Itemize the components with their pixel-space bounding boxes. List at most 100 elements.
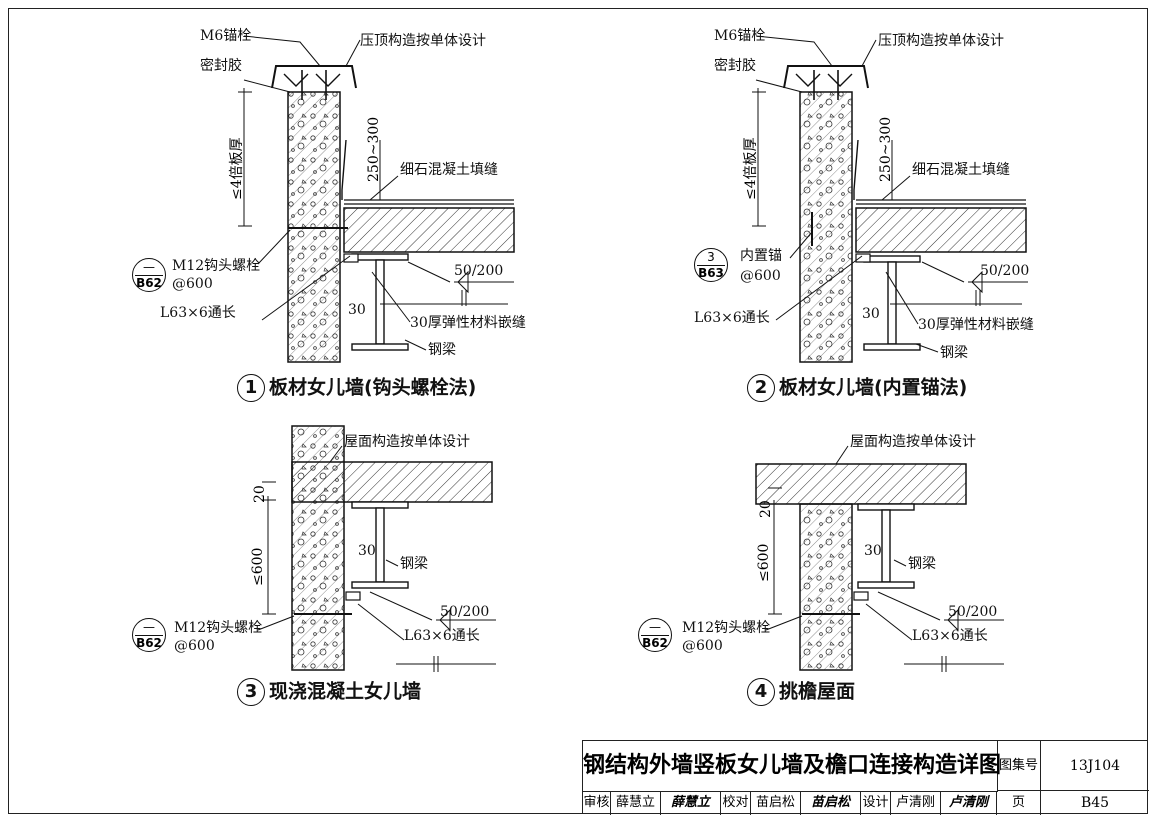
weld-label: 50/200 xyxy=(454,263,504,279)
d4-leader-angle xyxy=(865,603,913,641)
detail-number: 4 xyxy=(747,678,775,706)
d4-steel-beam-bottom-flange xyxy=(857,581,915,589)
sealant-label: 密封胶 xyxy=(714,58,756,74)
gap-dim-label: 250~300 xyxy=(878,116,894,182)
d1-coping-bracket-a xyxy=(283,73,309,87)
coping-label: 压顶构造按单体设计 xyxy=(360,33,486,49)
detail-ref-b62[interactable]: —B62 xyxy=(638,618,672,652)
d2-roof-slab xyxy=(855,207,1027,253)
angle-label: L63×6通长 xyxy=(160,305,236,321)
dim-20-label: 20 xyxy=(252,485,268,503)
d1-steel-beam-web xyxy=(375,259,385,345)
d4-leader-roof xyxy=(835,445,849,465)
designer-signature: 卢清刚 xyxy=(941,791,997,815)
d3-steel-beam-web xyxy=(375,507,385,583)
steel-beam-label: 钢梁 xyxy=(940,345,968,361)
steel-beam-label: 钢梁 xyxy=(908,556,936,572)
spacing-label: @600 xyxy=(740,268,781,284)
d1-angle xyxy=(343,253,359,263)
fill-label: 细石混凝土填缝 xyxy=(400,162,498,178)
d1-leader-beam xyxy=(404,339,427,351)
d4-angle xyxy=(853,591,869,601)
d4-eave-slab xyxy=(755,463,967,505)
height-dim-label: ≤4倍板厚 xyxy=(229,137,245,200)
atlas-no: 13J104 xyxy=(1041,741,1149,791)
d3-leader-beam xyxy=(385,559,399,567)
d2-weld-symbol-flag xyxy=(971,270,983,294)
d1-weld-leader xyxy=(407,261,451,283)
d2-coping-bracket-b xyxy=(827,73,853,87)
d2-coping-cap xyxy=(783,65,869,89)
check-label: 校对 xyxy=(721,791,751,815)
angle-label: L63×6通长 xyxy=(694,310,770,326)
d1-leader-fill xyxy=(369,175,399,201)
fill-label: 细石混凝土填缝 xyxy=(912,162,1010,178)
d1-coping-cap xyxy=(271,65,357,89)
d3-leader-hook xyxy=(257,615,295,631)
coping-label: 压顶构造按单体设计 xyxy=(878,33,1004,49)
d2-leader-elastic xyxy=(885,271,919,325)
d2-flashing xyxy=(853,139,859,200)
title-block: 钢结构外墙竖板女儿墙及檐口连接构造详图 图集号 13J104 审核 薛慧立 薛慧… xyxy=(582,740,1149,815)
page-label: 页 xyxy=(997,791,1041,815)
hook-bolt-label: M12钩头螺栓 xyxy=(682,620,771,636)
d2-wall-panel-hatch xyxy=(800,92,852,362)
gap-dim-label: 250~300 xyxy=(366,116,382,182)
elastic-joint-label: 30厚弹性材料嵌缝 xyxy=(410,315,526,331)
d1-flashing xyxy=(341,139,347,200)
d4-steel-beam-web xyxy=(881,509,891,583)
angle-label: L63×6通长 xyxy=(912,628,988,644)
d1-leader-hook xyxy=(257,229,291,265)
roof-build-up-label: 屋面构造按单体设计 xyxy=(850,434,976,450)
d2-steel-beam-top-flange xyxy=(863,255,921,263)
weld-label: 50/200 xyxy=(440,604,490,620)
d1-leader-angle xyxy=(261,255,351,321)
reviewer-signature: 薛慧立 xyxy=(661,791,721,815)
d2-leader-sealant xyxy=(755,79,803,93)
height-dim-label: ≤600 xyxy=(756,543,772,582)
angle-label: L63×6通长 xyxy=(404,628,480,644)
d3-leader-roof xyxy=(329,445,343,463)
dim-30-label: 30 xyxy=(864,543,882,559)
d1-leader-coping xyxy=(345,39,361,67)
d3-steel-beam-top-flange xyxy=(351,501,409,509)
atlas-no-label: 图集号 xyxy=(997,741,1041,791)
d2-leader-bolt xyxy=(755,35,833,67)
d2-leader-beam xyxy=(915,343,939,353)
detail-ref-b62[interactable]: —B62 xyxy=(132,258,166,292)
d1-leader-sealant xyxy=(243,79,291,93)
drawing-title: 钢结构外墙竖板女儿墙及檐口连接构造详图 xyxy=(583,741,1001,792)
design-label: 设计 xyxy=(861,791,891,815)
elastic-joint-label: 30厚弹性材料嵌缝 xyxy=(918,317,1034,333)
detail-number: 2 xyxy=(747,374,775,402)
d3-roof-slab xyxy=(291,461,493,503)
d2-angle xyxy=(855,253,871,263)
d1-steel-beam-bottom-flange xyxy=(351,343,409,351)
spacing-label: @600 xyxy=(174,638,215,654)
dim-20-label: 20 xyxy=(758,500,774,518)
d4-wall-panel-hatch xyxy=(800,504,852,670)
d4-leader-beam xyxy=(893,559,907,567)
dim-30-label: 30 xyxy=(862,306,880,322)
weld-label: 50/200 xyxy=(948,604,998,620)
steel-beam-label: 钢梁 xyxy=(400,556,428,572)
d3-angle xyxy=(345,591,361,601)
weld-label: 50/200 xyxy=(980,263,1030,279)
dim-30-label: 30 xyxy=(358,543,376,559)
review-label: 审核 xyxy=(583,791,611,815)
detail-ref-b62[interactable]: —B62 xyxy=(132,618,166,652)
d2-leader-coping xyxy=(861,39,877,67)
embedded-anchor-label: 内置锚 xyxy=(740,248,782,264)
d4-leader-hook xyxy=(765,615,803,631)
reviewer-name: 薛慧立 xyxy=(611,791,661,815)
d4-weld-symbol-flag xyxy=(947,608,959,632)
d1-coping-bracket-b xyxy=(315,73,341,87)
m6-anchor-label: M6锚栓 xyxy=(200,28,252,44)
steel-beam-label: 钢梁 xyxy=(428,342,456,358)
